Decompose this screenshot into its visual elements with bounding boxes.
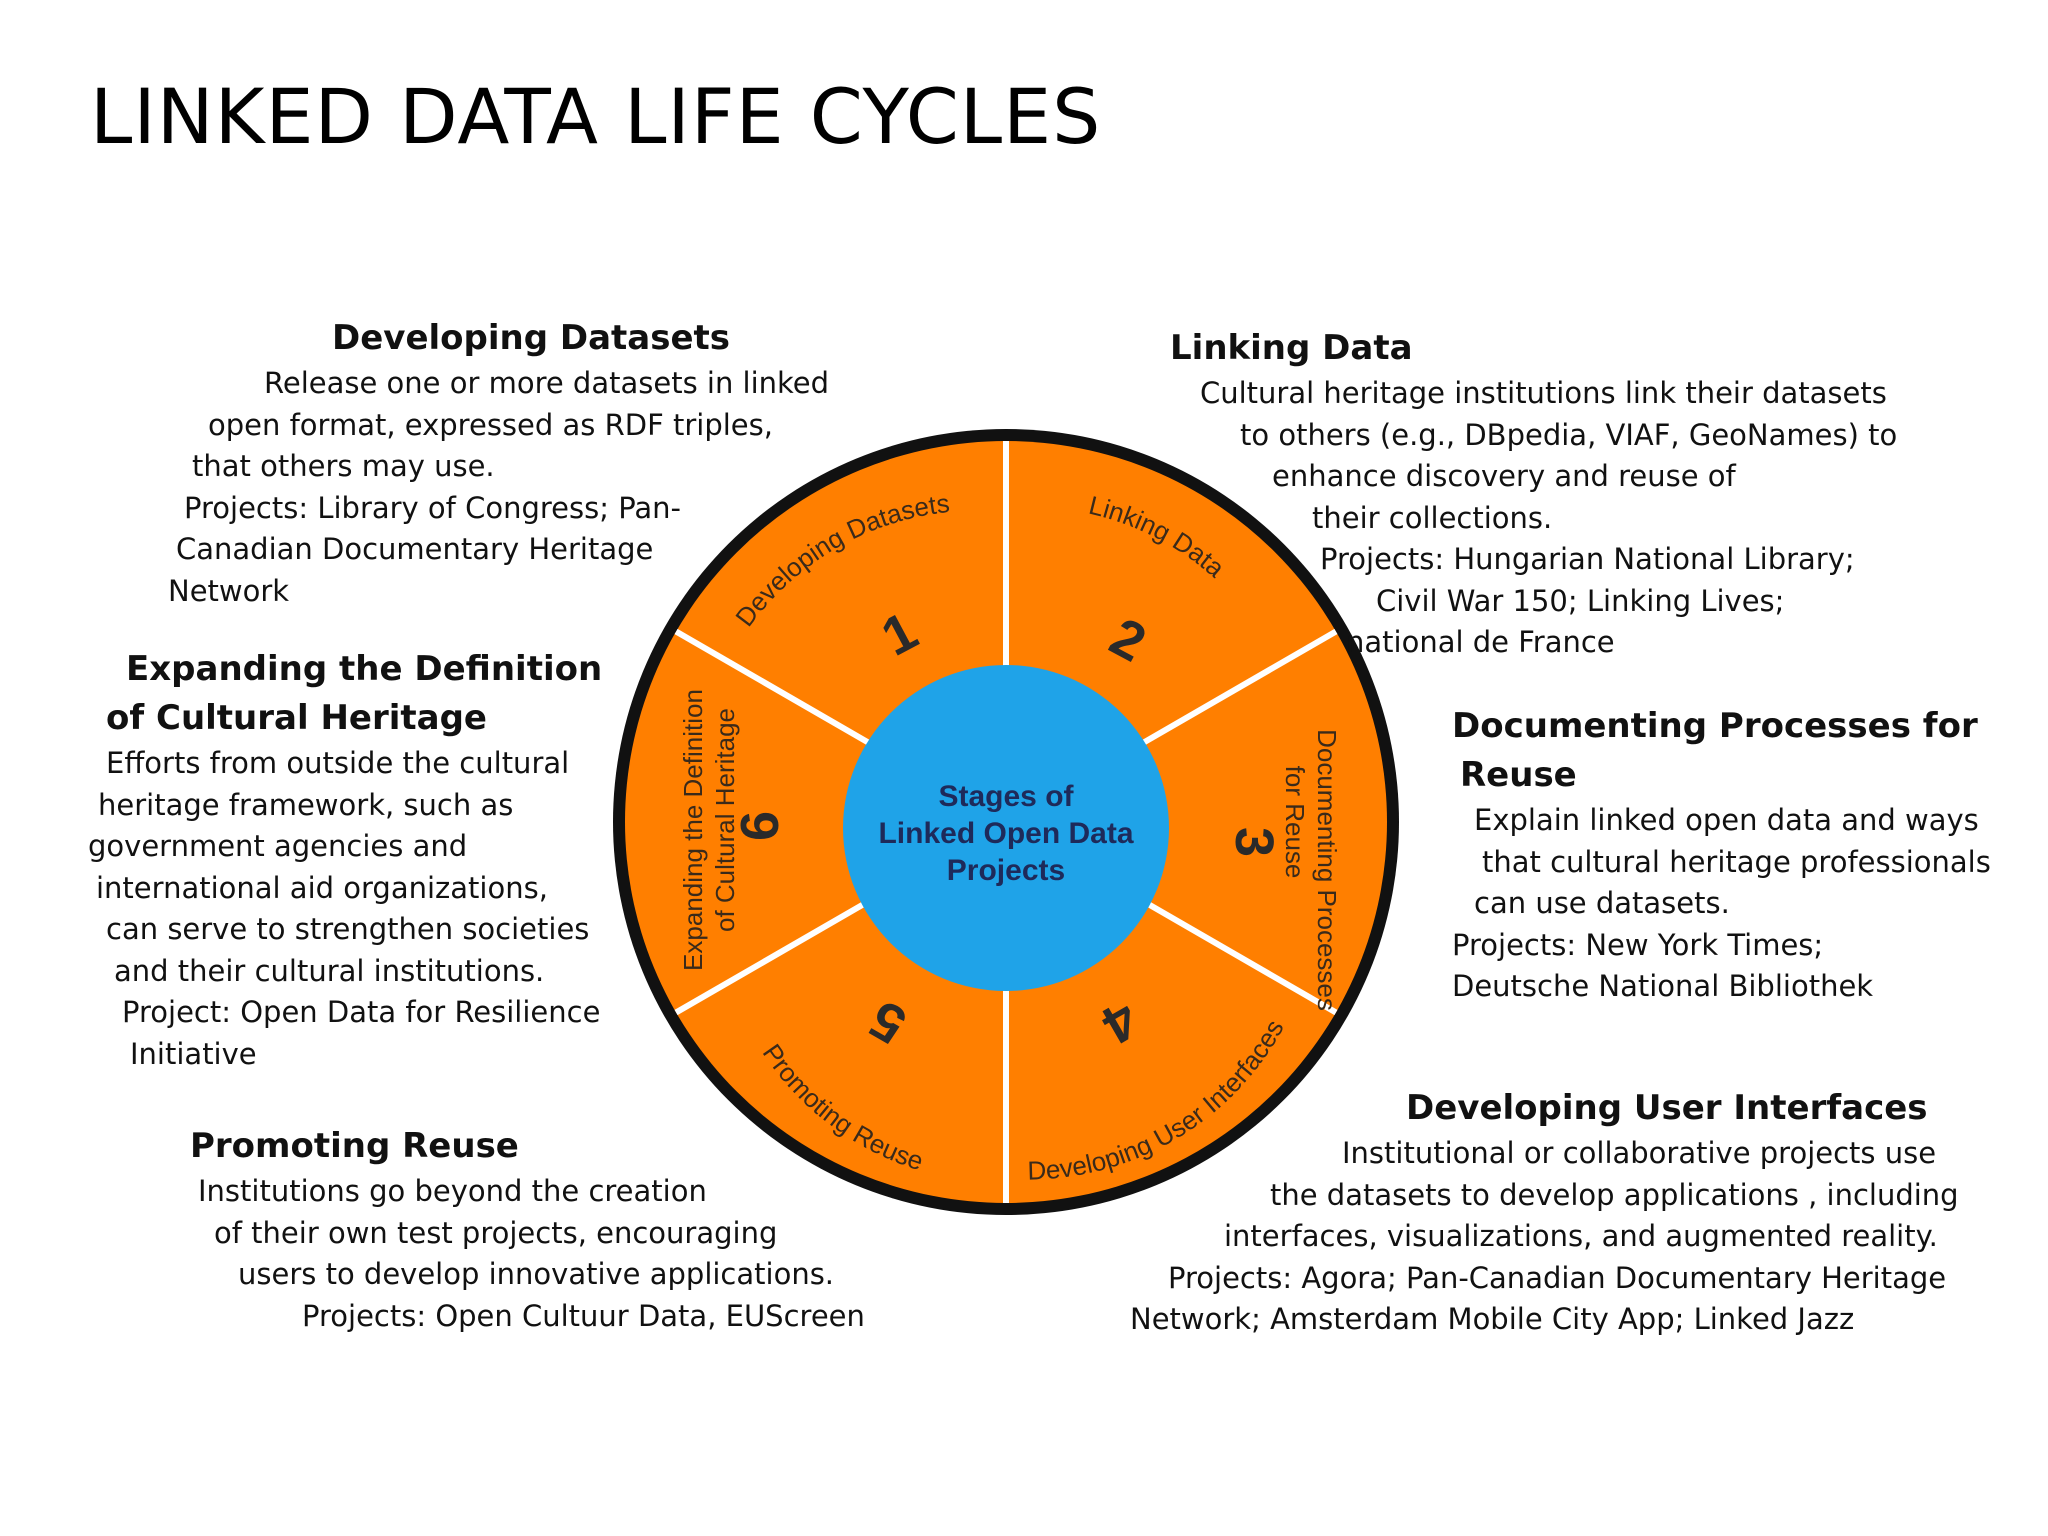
block-line: Efforts from outside the cultural [106, 746, 570, 780]
block-developing-datasets: Developing Datasets Release one or more … [168, 314, 829, 612]
block-line: open format, expressed as RDF triples, [208, 407, 773, 442]
block-line: that cultural heritage professionals [1482, 844, 1991, 879]
block-line: Projects: Hungarian National Library; [1320, 542, 1855, 576]
segment-3-number: 3 [1224, 827, 1284, 857]
center-line-2: Linked Open Data [878, 817, 1133, 850]
block-line: of their own test projects, encouraging [214, 1215, 778, 1250]
wheel-center [843, 665, 1169, 991]
center-line-1: Stages of [938, 780, 1074, 813]
block-heading: Developing Datasets [332, 318, 731, 358]
block-line: can serve to strengthen societies [106, 912, 590, 946]
block-heading: Linking Data [1170, 328, 1413, 368]
block-line: Institutions go beyond the creation [198, 1174, 707, 1208]
segment-6-label-line-1: Expanding the Definition [678, 689, 708, 971]
block-line: Network; Amsterdam Mobile City App; Link… [1130, 1302, 1855, 1336]
block-line: government agencies and [88, 829, 468, 863]
segment-6-number: 6 [730, 811, 790, 841]
block-expanding-definition: Expanding the Definition of Cultural Her… [88, 645, 602, 1075]
block-developing-user-interfaces: Developing User Interfaces Institutional… [1130, 1084, 1959, 1341]
block-line: Release one or more datasets in linked [264, 366, 830, 400]
block-line: Cultural heritage institutions link thei… [1200, 376, 1887, 410]
block-heading: Developing User Interfaces [1406, 1088, 1928, 1128]
block-line: users to develop innovative applications… [238, 1257, 835, 1291]
segment-3-label-line-1: Documenting Processes [1312, 729, 1342, 1011]
block-heading: of Cultural Heritage [106, 698, 487, 738]
block-line: that others may use. [192, 449, 495, 483]
segment-3-label-line-2: for Reuse [1280, 766, 1310, 879]
block-line: Explain linked open data and ways [1474, 803, 1979, 837]
block-line: and their cultural institutions. [114, 953, 545, 988]
block-line: the datasets to develop applications , i… [1270, 1177, 1959, 1212]
block-line: can use datasets. [1474, 886, 1730, 920]
block-linking-data: Linking Data Cultural heritage instituti… [1170, 324, 1897, 664]
center-line-3: Projects [947, 854, 1065, 887]
slide-title: LINKED DATA LIFE CYCLES [90, 72, 1102, 161]
block-line: Deutsche National Bibliothek [1452, 969, 1874, 1003]
block-line: Institutional or collaborative projects … [1342, 1136, 1937, 1170]
block-line: to others (e.g., DBpedia, VIAF, GeoNames… [1240, 417, 1898, 452]
block-line: their collections. [1312, 500, 1553, 535]
block-line: Projects: Agora; Pan-Canadian Documentar… [1168, 1260, 1947, 1295]
block-line: Network [168, 573, 290, 608]
block-line: national de France [1346, 625, 1615, 659]
block-line: interfaces, visualizations, and augmente… [1224, 1219, 1938, 1253]
block-line: Canadian Documentary Heritage [176, 532, 654, 566]
block-heading: Promoting Reuse [190, 1126, 519, 1166]
block-documenting-processes: Documenting Processes for Reuse Explain … [1452, 702, 1991, 1008]
block-promoting-reuse: Promoting Reuse Institutions go beyond t… [190, 1122, 865, 1337]
block-line: Projects: New York Times; [1452, 927, 1824, 962]
block-line: Civil War 150; Linking Lives; [1376, 583, 1785, 618]
block-heading: Reuse [1460, 755, 1577, 795]
block-line: Project: Open Data for Resilience [122, 995, 601, 1029]
block-line: enhance discovery and reuse of [1272, 459, 1736, 493]
block-line: Initiative [130, 1036, 257, 1071]
segment-6-label-line-2: of Cultural Heritage [710, 708, 740, 932]
block-line: heritage framework, such as [98, 787, 514, 822]
block-line: international aid organizations, [96, 870, 548, 905]
block-line: Projects: Open Cultuur Data, EUScreen [302, 1298, 865, 1333]
block-heading: Expanding the Definition [126, 649, 603, 689]
block-line: Projects: Library of Congress; Pan- [184, 490, 682, 525]
block-heading: Documenting Processes for [1452, 706, 1978, 746]
